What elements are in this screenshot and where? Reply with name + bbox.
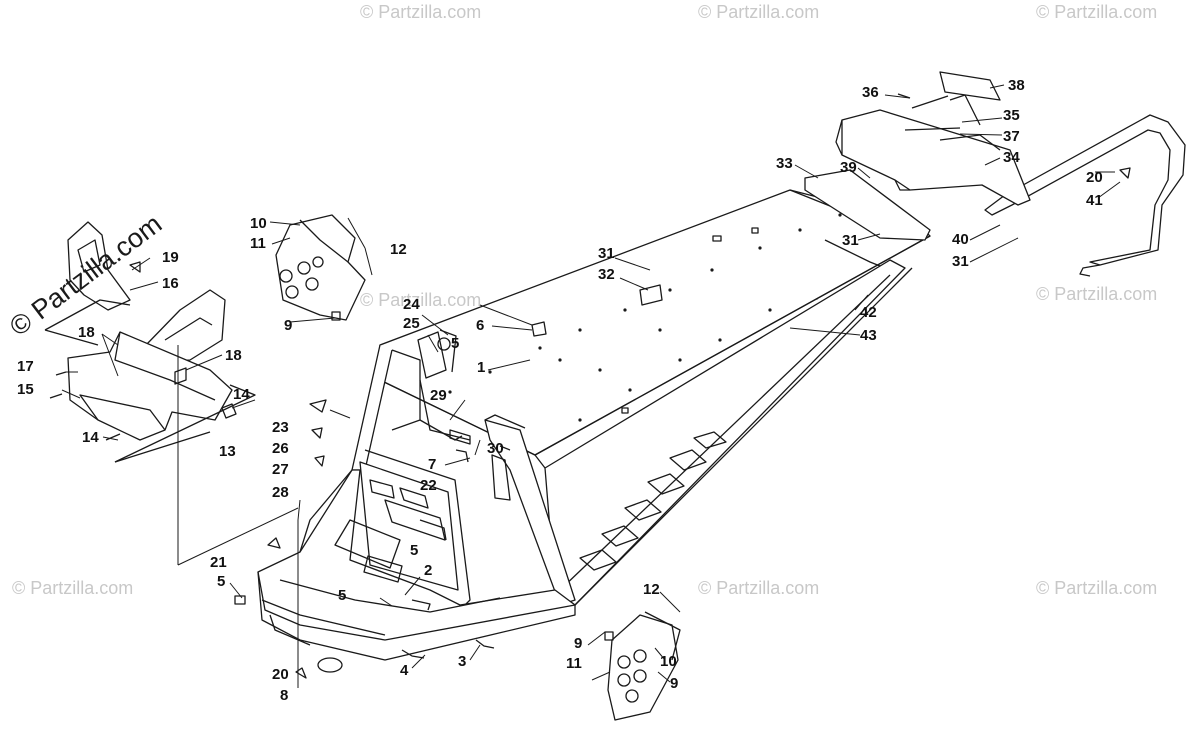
callout-15: 15 — [17, 381, 34, 398]
callout-19: 19 — [162, 249, 179, 266]
callout-10b: 10 — [660, 653, 677, 670]
callout-31b: 31 — [842, 232, 859, 249]
running-board-cutouts — [579, 431, 727, 571]
callout-17: 17 — [17, 358, 34, 375]
callout-10a: 10 — [250, 215, 267, 232]
callout-27: 27 — [272, 461, 289, 478]
callout-8: 8 — [280, 687, 288, 704]
callout-2: 2 — [424, 562, 432, 579]
callout-38: 38 — [1008, 77, 1025, 94]
callout-11a: 11 — [250, 235, 266, 252]
bulkhead-frame — [351, 344, 576, 611]
callout-39: 39 — [840, 159, 857, 176]
callout-13: 13 — [219, 443, 236, 460]
callout-5b: 5 — [338, 587, 346, 604]
callout-41: 41 — [1086, 192, 1103, 209]
callout-12b: 12 — [643, 581, 660, 598]
callout-20b: 20 — [1086, 169, 1103, 186]
callout-9a: 9 — [284, 317, 292, 334]
callout-3: 3 — [458, 653, 466, 670]
callout-37: 37 — [1003, 128, 1020, 145]
callout-labels: 1 2 3 4 5 5 5 5 6 7 8 9 9 9 10 10 11 11 … — [17, 77, 1103, 704]
callout-25: 25 — [403, 315, 420, 332]
callout-24: 24 — [403, 296, 420, 313]
callout-43: 43 — [860, 327, 877, 344]
callout-1: 1 — [477, 359, 485, 376]
upper-heel-plate — [275, 214, 366, 321]
seat-assembly — [804, 71, 1031, 241]
callout-7: 7 — [428, 456, 436, 473]
callout-6: 6 — [476, 317, 484, 334]
callout-14a: 14 — [233, 386, 250, 403]
callout-30: 30 — [487, 440, 504, 457]
hardware-fasteners — [49, 167, 1131, 679]
callout-14b: 14 — [82, 429, 99, 446]
callout-20a: 20 — [272, 666, 289, 683]
leader-lines — [61, 84, 1121, 688]
callout-9c: 9 — [670, 675, 678, 692]
callout-36: 36 — [862, 84, 879, 101]
callout-21: 21 — [210, 554, 227, 571]
callout-18b: 18 — [225, 347, 242, 364]
callout-40: 40 — [952, 231, 969, 248]
callout-35: 35 — [1003, 107, 1020, 124]
callout-31a: 31 — [598, 245, 615, 262]
callout-5d: 5 — [451, 335, 459, 352]
callout-29: 29 — [430, 387, 447, 404]
callout-16: 16 — [162, 275, 179, 292]
callout-11b: 11 — [566, 655, 582, 672]
callout-32: 32 — [598, 266, 615, 283]
callout-4: 4 — [400, 662, 409, 679]
callout-42: 42 — [860, 304, 877, 321]
left-footrest-assembly — [44, 221, 256, 463]
callout-34: 34 — [1003, 149, 1020, 166]
callout-12a: 12 — [390, 241, 407, 258]
callout-5c: 5 — [410, 542, 418, 559]
callout-5a: 5 — [217, 573, 225, 590]
callout-22: 22 — [420, 477, 437, 494]
callout-33: 33 — [776, 155, 793, 172]
callout-31c: 31 — [952, 253, 969, 270]
belly-pan — [257, 469, 576, 661]
steering-post-bracket — [417, 329, 471, 445]
callout-23: 23 — [272, 419, 289, 436]
tunnel-assembly — [379, 189, 931, 606]
callout-28: 28 — [272, 484, 289, 501]
lower-heel-plate — [604, 611, 681, 721]
callout-18a: 18 — [78, 324, 95, 341]
callout-9b: 9 — [574, 635, 582, 652]
callout-26: 26 — [272, 440, 289, 457]
